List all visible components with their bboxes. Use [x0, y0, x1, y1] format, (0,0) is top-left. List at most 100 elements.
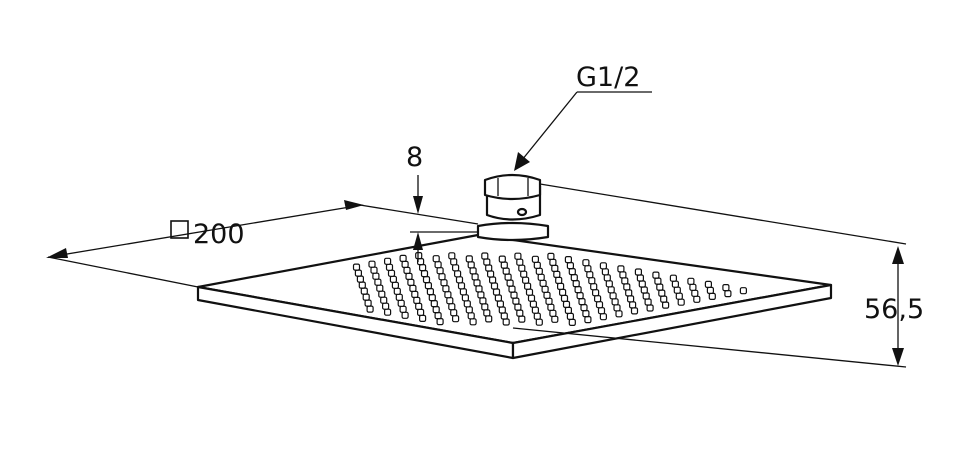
nozzle	[485, 315, 493, 323]
nozzle	[578, 298, 586, 306]
nozzle	[485, 264, 493, 272]
shower-plate	[196, 233, 833, 360]
square-outline-icon	[170, 220, 189, 239]
size-arrowhead-right	[344, 200, 364, 210]
nozzle	[436, 318, 444, 326]
nozzle	[366, 305, 374, 313]
nozzle	[393, 287, 401, 295]
thread-callout: G1/2	[514, 62, 652, 171]
nozzle	[597, 307, 606, 315]
nozzle	[625, 289, 633, 297]
nozzle	[364, 299, 372, 307]
nozzle	[623, 283, 631, 291]
nozzle	[401, 311, 409, 319]
nozzle	[611, 298, 619, 306]
nozzle	[358, 281, 366, 289]
nozzle	[514, 252, 522, 260]
nozzle	[529, 300, 538, 308]
nozzle	[465, 255, 473, 263]
nozzle	[477, 291, 485, 299]
size-extension-left	[47, 256, 199, 288]
nozzle	[500, 312, 508, 320]
nozzle	[535, 267, 543, 275]
nozzle	[652, 271, 660, 279]
nozzle	[395, 293, 403, 301]
nozzle	[512, 297, 520, 305]
thread-size-label: G1/2	[576, 62, 640, 93]
nozzle	[560, 294, 569, 302]
nozzle	[483, 309, 491, 317]
nozzle	[646, 304, 654, 312]
nozzle	[677, 298, 685, 306]
nozzle	[438, 273, 446, 281]
nozzle	[656, 283, 664, 291]
nozzle	[621, 277, 629, 285]
nozzle	[525, 288, 534, 296]
nozzle	[580, 304, 588, 312]
nozzle	[553, 270, 561, 278]
nozzle	[644, 298, 652, 306]
nozzle	[502, 318, 510, 326]
nozzle	[658, 289, 666, 297]
nozzle	[687, 277, 695, 285]
height-extension-bottom	[512, 327, 907, 368]
nozzle	[384, 308, 392, 316]
nozzle	[566, 312, 575, 320]
nozzle	[442, 285, 450, 293]
nozzle	[564, 256, 573, 264]
nozzle	[450, 258, 458, 266]
nozzle	[508, 285, 516, 293]
nozzle	[634, 268, 643, 276]
nozzle	[547, 303, 555, 311]
nozzle	[422, 276, 431, 284]
nozzle	[432, 306, 440, 314]
nozzle	[520, 270, 528, 278]
nozzle	[498, 255, 506, 263]
nozzle	[516, 258, 524, 266]
nozzle	[675, 292, 683, 300]
nozzle	[473, 279, 481, 287]
nozzle	[372, 272, 380, 280]
nozzle	[605, 280, 613, 288]
height-arrowhead-top	[892, 246, 904, 264]
nozzle	[572, 280, 580, 288]
nozzle	[479, 297, 487, 305]
nozzle	[541, 285, 549, 293]
height-extension-top	[539, 183, 907, 245]
nozzle	[533, 261, 541, 269]
nozzle	[424, 282, 432, 290]
nozzle	[595, 301, 604, 309]
nozzle	[417, 308, 425, 316]
nozzle	[570, 274, 578, 282]
nozzle	[626, 295, 635, 303]
nozzle	[376, 284, 384, 292]
nozzle	[603, 274, 611, 282]
nozzle	[588, 277, 596, 285]
nozzle	[360, 287, 368, 295]
nozzle	[354, 269, 362, 277]
nozzle	[521, 276, 530, 284]
connector-base-flange	[476, 221, 550, 242]
nozzle	[704, 280, 713, 288]
nozzle	[420, 270, 429, 278]
nozzle	[467, 261, 475, 269]
nozzle	[436, 267, 444, 275]
nozzle	[617, 265, 625, 273]
height-arrowhead-bottom	[892, 348, 904, 366]
nozzle	[399, 305, 407, 313]
nozzle	[389, 275, 397, 283]
nozzle	[539, 279, 547, 287]
nozzle	[556, 282, 565, 290]
nozzle	[454, 270, 462, 278]
nozzle	[411, 290, 419, 298]
nozzle	[527, 294, 536, 302]
nozzle	[708, 292, 716, 300]
nozzle	[582, 259, 590, 267]
thickness-extension-top	[359, 204, 479, 225]
nozzle	[584, 316, 592, 324]
size-dimension-line	[54, 205, 357, 257]
nozzle	[368, 260, 376, 268]
nozzle	[428, 294, 436, 302]
nozzle	[693, 295, 701, 303]
